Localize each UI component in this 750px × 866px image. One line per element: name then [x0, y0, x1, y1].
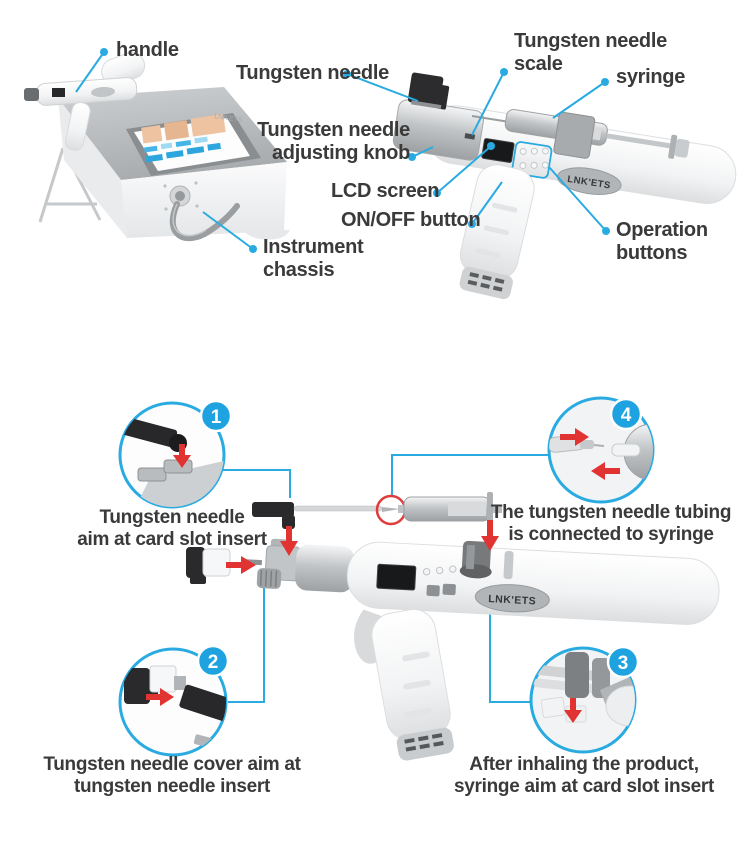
step-connector-lines — [223, 454, 548, 703]
connector-step2 — [228, 578, 265, 703]
needle-insert-part — [186, 547, 231, 584]
step2-caption: Tungsten needle cover aim at tungsten ne… — [43, 754, 301, 797]
step3-caption: After inhaling the product, syringe aim … — [454, 754, 714, 797]
label-syringe: syringe — [616, 66, 686, 88]
arrow-syringe-down — [481, 536, 499, 551]
arrow-needle-down — [280, 541, 298, 556]
step3-badge — [606, 645, 640, 679]
operation-buttons — [519, 147, 549, 170]
brand-logo-plate — [474, 584, 550, 613]
syringe-assembly — [471, 109, 690, 159]
label-onoff-button: ON/OFF button — [341, 209, 481, 231]
instrument-chassis-illustration: LNK'ETS — [24, 52, 290, 242]
chassis-logo: LNK'ETS — [214, 113, 244, 124]
connector-step4 — [391, 454, 548, 497]
step1-caption: Tungsten needle aim at card slot insert — [77, 507, 267, 550]
callout-line-handle — [75, 51, 105, 93]
label-operation-buttons: Operation buttons — [616, 219, 708, 264]
step2-circle: 2 — [118, 644, 230, 757]
step3-number: 3 — [618, 653, 629, 674]
gun-illustration-top: LNK'ETS — [392, 72, 737, 300]
chassis-front-face — [121, 162, 287, 238]
step1-number: 1 — [211, 407, 222, 428]
gun-handle — [371, 608, 454, 761]
tubing-tip — [382, 507, 400, 512]
callout-lines — [75, 51, 607, 250]
step3-circle: 3 — [529, 645, 640, 754]
brand-logo-text: LNK'ETS — [488, 593, 537, 607]
callout-line-onoff — [471, 181, 503, 225]
gun-front-section — [295, 544, 355, 593]
arrow-insert-right — [241, 556, 256, 574]
step4-number: 4 — [621, 405, 632, 426]
screen-content — [141, 114, 226, 163]
tungsten-needle-part — [407, 72, 444, 107]
handpiece-lcd — [52, 88, 65, 97]
callout-line-lcd — [436, 146, 491, 194]
gun-handle — [459, 164, 535, 300]
step2-badge — [196, 644, 230, 678]
red-arrows — [226, 520, 499, 574]
step4-circle: 4 — [547, 396, 655, 504]
step1-circle: 1 — [118, 399, 233, 509]
lcd-screen — [376, 563, 417, 591]
connector-step1 — [223, 469, 291, 498]
label-adjusting-knob: Tungsten needle adjusting knob — [257, 119, 410, 164]
callout-line-operation — [548, 166, 607, 232]
step4-caption: The tungsten needle tubing is connected … — [490, 502, 732, 545]
label-lcd-screen: LCD screen — [331, 180, 440, 202]
callout-line-tungsten-needle — [346, 73, 419, 102]
callout-line-chassis — [202, 211, 254, 250]
step4-badge — [609, 397, 643, 431]
tungsten-needle-part — [252, 502, 383, 529]
callout-line-scale — [471, 71, 505, 136]
step2-number: 2 — [208, 652, 219, 673]
handpiece-on-chassis — [24, 52, 146, 151]
gun-body — [346, 541, 720, 625]
label-tungsten-needle: Tungsten needle — [236, 62, 389, 84]
label-instrument-chassis: Instrument chassis — [263, 236, 364, 281]
operation-buttons — [422, 565, 457, 576]
gun-illustration-bottom: LNK'ETS — [245, 538, 720, 761]
syringe-part — [398, 492, 502, 522]
callout-dots — [100, 48, 610, 253]
connector-step3 — [489, 610, 531, 703]
label-handle: handle — [116, 39, 179, 61]
label-tungsten-needle-scale: Tungsten needle scale — [514, 30, 667, 75]
step1-badge — [199, 399, 233, 433]
callout-line-syringe — [552, 81, 606, 119]
